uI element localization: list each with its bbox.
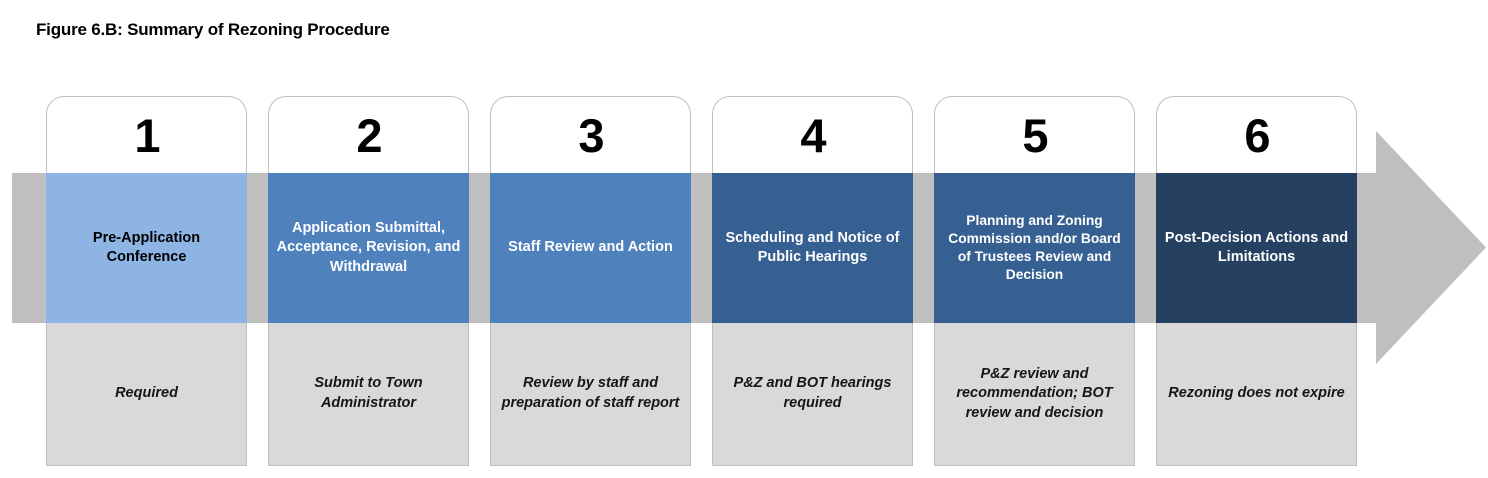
step-2-title-band: Application Submittal, Acceptance, Revis… bbox=[268, 173, 469, 323]
step-1-title-band: Pre-Application Conference bbox=[46, 173, 247, 323]
step-3-number: 3 bbox=[578, 109, 605, 162]
step-6-number-box: 6 bbox=[1156, 96, 1357, 186]
step-3-description: Review by staff and preparation of staff… bbox=[501, 375, 680, 411]
step-4[interactable]: 4 Scheduling and Notice of Public Hearin… bbox=[712, 96, 913, 466]
step-6[interactable]: 6 Post-Decision Actions and Limitations … bbox=[1156, 96, 1357, 466]
step-6-description-box: Rezoning does not expire bbox=[1156, 323, 1357, 466]
step-3-description-box: Review by staff and preparation of staff… bbox=[490, 323, 691, 466]
step-2-description-box: Submit to Town Administrator bbox=[268, 323, 469, 466]
step-5-number-box: 5 bbox=[934, 96, 1135, 186]
step-1-description-box: Required bbox=[46, 323, 247, 466]
step-4-number: 4 bbox=[800, 109, 827, 162]
step-5-description-box: P&Z review and recommendation; BOT revie… bbox=[934, 323, 1135, 466]
step-1-number: 1 bbox=[134, 109, 161, 162]
step-1-description: Required bbox=[115, 385, 178, 402]
step-3[interactable]: 3 Staff Review and Action Review by staf… bbox=[490, 96, 691, 466]
step-5-title-band: Planning and Zoning Commission and/or Bo… bbox=[934, 173, 1135, 323]
step-4-description-box: P&Z and BOT hearings required bbox=[712, 323, 913, 466]
rezoning-steps-row: 1 Pre-Application Conference Required 2 … bbox=[46, 96, 1378, 466]
step-1-number-box: 1 bbox=[46, 96, 247, 186]
step-5-title: Planning and Zoning Commission and/or Bo… bbox=[948, 212, 1121, 283]
step-5-description: P&Z review and recommendation; BOT revie… bbox=[956, 365, 1113, 421]
step-2-number-box: 2 bbox=[268, 96, 469, 186]
step-2-number: 2 bbox=[356, 109, 383, 162]
figure-title: Figure 6.B: Summary of Rezoning Procedur… bbox=[36, 20, 390, 39]
step-4-number-box: 4 bbox=[712, 96, 913, 186]
step-1-title: Pre-Application Conference bbox=[92, 229, 201, 265]
arrow-head-icon bbox=[1376, 131, 1486, 364]
step-1[interactable]: 1 Pre-Application Conference Required bbox=[46, 96, 247, 466]
step-5[interactable]: 5 Planning and Zoning Commission and/or … bbox=[934, 96, 1135, 466]
step-2[interactable]: 2 Application Submittal, Acceptance, Rev… bbox=[268, 96, 469, 466]
step-6-title: Post-Decision Actions and Limitations bbox=[1164, 229, 1349, 265]
step-3-number-box: 3 bbox=[490, 96, 691, 186]
step-4-description: P&Z and BOT hearings required bbox=[733, 375, 892, 411]
step-2-description: Submit to Town Administrator bbox=[314, 375, 423, 411]
step-6-number: 6 bbox=[1244, 109, 1271, 162]
step-5-number: 5 bbox=[1022, 109, 1049, 162]
step-4-title: Scheduling and Notice of Public Hearings bbox=[725, 229, 900, 265]
step-3-title: Staff Review and Action bbox=[508, 239, 673, 256]
step-4-title-band: Scheduling and Notice of Public Hearings bbox=[712, 173, 913, 323]
step-6-description: Rezoning does not expire bbox=[1168, 385, 1345, 402]
step-6-title-band: Post-Decision Actions and Limitations bbox=[1156, 173, 1357, 323]
step-2-title: Application Submittal, Acceptance, Revis… bbox=[276, 220, 461, 275]
step-3-title-band: Staff Review and Action bbox=[490, 173, 691, 323]
